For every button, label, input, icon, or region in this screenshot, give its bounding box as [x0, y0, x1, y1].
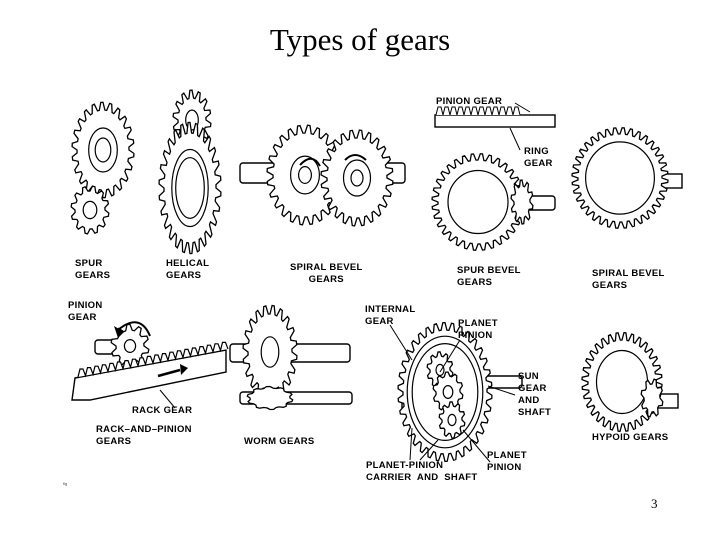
spur-bevel-pinion	[510, 179, 534, 225]
rotation-arrow	[344, 154, 367, 161]
rotation-arrow	[117, 321, 151, 337]
spur-gear-large	[71, 101, 135, 199]
label-worm-gears: WORM GEARS	[244, 436, 315, 447]
helical-gear-large	[158, 121, 222, 255]
figure-credit: fig	[63, 481, 67, 486]
label-planet-pinion-top: PLANET PINION	[458, 318, 498, 341]
label-internal-gear: INTERNAL GEAR	[365, 304, 416, 327]
page-number: 3	[651, 496, 658, 511]
rotation-arrow	[299, 157, 321, 167]
spiral-bevel-ring-gear	[571, 127, 669, 229]
rack-teeth	[77, 341, 229, 378]
label-sun-gear-and-shaft: SUN GEAR AND SHAFT	[518, 371, 552, 418]
spur-bevel-ring-gear	[431, 153, 525, 251]
label-pinion-gear-rack: PINION GEAR	[68, 300, 103, 323]
label-rack-gear: RACK GEAR	[132, 405, 193, 416]
label-pinion-gear: PINION GEAR	[436, 96, 503, 107]
spur-gear-small	[70, 185, 110, 235]
motion-arrow	[157, 368, 181, 378]
label-spur-gears: SPUR GEARS	[75, 258, 111, 281]
arrow-head	[180, 364, 188, 375]
label-spiral-bevel-gears-1: SPIRAL BEVEL GEARS	[290, 262, 363, 285]
label-spiral-bevel-gears-2: SPIRAL BEVEL GEARS	[592, 268, 665, 291]
worm-wheel	[242, 304, 298, 400]
spiral-bevel-gear-left	[266, 124, 344, 226]
label-ring-gear: RING GEAR	[524, 146, 553, 169]
sun-gear	[432, 371, 464, 413]
planet-pinion-bottom	[438, 401, 466, 439]
worm-screw	[246, 385, 294, 411]
label-planet-pinion-bottom: PLANET PINION	[487, 450, 527, 473]
spiral-bevel-gear-right	[320, 129, 394, 227]
label-planet-pinion-carrier: PLANET-PINION CARRIER AND SHAFT	[366, 460, 478, 483]
slide-title: Types of gears	[269, 22, 451, 57]
pinion-shaft	[434, 114, 556, 128]
label-spur-bevel-gears: SPUR BEVEL GEARS	[457, 265, 521, 288]
label-helical-gears: HELICAL GEARS	[166, 258, 210, 281]
hypoid-pinion	[640, 378, 664, 418]
label-rack-and-pinion-gears: RACK–AND–PINION GEARS	[96, 424, 192, 447]
label-hypoid-gears: HYPOID GEARS	[592, 432, 669, 443]
rack-body	[71, 349, 227, 401]
pinion-gear-teeth	[435, 106, 521, 116]
arrow-head	[114, 326, 124, 338]
